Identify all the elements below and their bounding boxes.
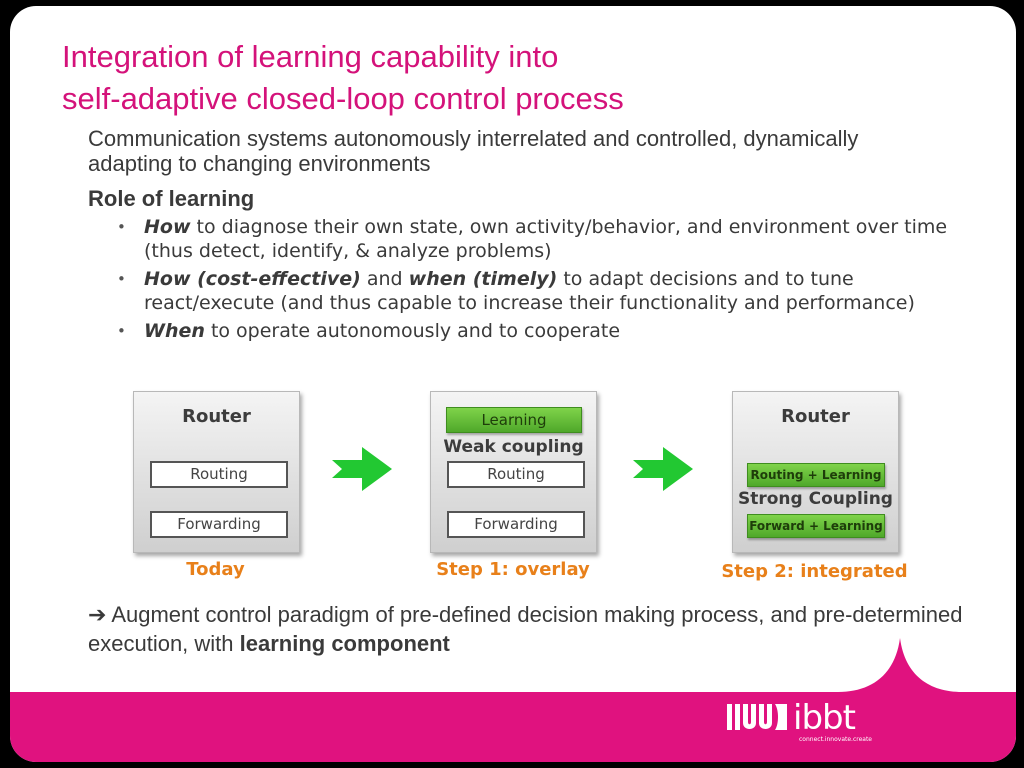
routing-box: Routing bbox=[447, 461, 585, 488]
role-heading: Role of learning bbox=[88, 186, 255, 211]
bullet-marker: • bbox=[117, 322, 126, 340]
conclusion-text: ➔ Augment control paradigm of pre-define… bbox=[88, 600, 968, 658]
bullet-emphasis: How bbox=[144, 216, 191, 238]
bullet-marker: • bbox=[117, 218, 126, 236]
right-arrow-icon: ➔ bbox=[88, 602, 107, 627]
bullet-item: • When to operate autonomously and to co… bbox=[115, 320, 965, 344]
bullet-marker: • bbox=[117, 270, 126, 288]
bullet-item: • How to diagnose their own state, own a… bbox=[115, 216, 965, 263]
routing-box: Routing bbox=[150, 461, 288, 488]
ibbt-logo-text: ibbt bbox=[793, 698, 856, 738]
router-box-step1: Learning Weak coupling Routing Forwardin… bbox=[430, 391, 597, 553]
bullet-text: to adapt decisions and to tune react/exe… bbox=[144, 268, 915, 314]
conclusion-bold: learning component bbox=[239, 631, 450, 656]
strong-coupling-label: Strong Coupling bbox=[738, 489, 893, 509]
bullet-emphasis: When bbox=[144, 320, 205, 342]
learning-box: Learning bbox=[446, 407, 582, 433]
ibbt-tagline: connect.innovate.create bbox=[799, 736, 872, 743]
forwarding-box: Forwarding bbox=[150, 511, 288, 538]
slide: Integration of learning capability into … bbox=[10, 6, 1016, 762]
bullet-emphasis: How (cost-effective) bbox=[144, 268, 361, 290]
caption-step2: Step 2: integrated bbox=[721, 561, 908, 582]
intro-text: Communication systems autonomously inter… bbox=[88, 126, 859, 176]
router-box-step2: Router Routing + Learning Strong Couplin… bbox=[732, 391, 899, 553]
bullet-text: to diagnose their own state, own activit… bbox=[144, 216, 948, 262]
router-title: Router bbox=[182, 406, 251, 427]
router-box-today: Router Routing Forwarding bbox=[133, 391, 300, 553]
arrow-right-icon bbox=[332, 447, 392, 491]
bullet-emphasis: when (timely) bbox=[408, 268, 558, 290]
conclusion-body: Augment control paradigm of pre-defined … bbox=[88, 602, 963, 656]
forward-learning-box: Forward + Learning bbox=[747, 514, 885, 538]
forwarding-box: Forwarding bbox=[447, 511, 585, 538]
bullet-list: • How to diagnose their own state, own a… bbox=[115, 216, 965, 349]
slide-title: Integration of learning capability into … bbox=[62, 36, 624, 120]
title-line-2: self-adaptive closed-loop control proces… bbox=[62, 81, 624, 116]
router-title: Router bbox=[781, 406, 850, 427]
weak-coupling-label: Weak coupling bbox=[443, 437, 584, 457]
routing-learning-box: Routing + Learning bbox=[747, 463, 885, 487]
arrow-right-icon bbox=[633, 447, 693, 491]
title-line-1: Integration of learning capability into bbox=[62, 39, 559, 74]
ibbt-logo-mark-icon bbox=[727, 704, 787, 730]
footer-band bbox=[10, 638, 1016, 762]
caption-step1: Step 1: overlay bbox=[436, 559, 590, 580]
caption-today: Today bbox=[186, 559, 245, 580]
bullet-text: and bbox=[360, 268, 409, 290]
bullet-item: • How (cost-effective) and when (timely)… bbox=[115, 268, 965, 315]
bullet-text: to operate autonomously and to cooperate bbox=[204, 320, 621, 342]
